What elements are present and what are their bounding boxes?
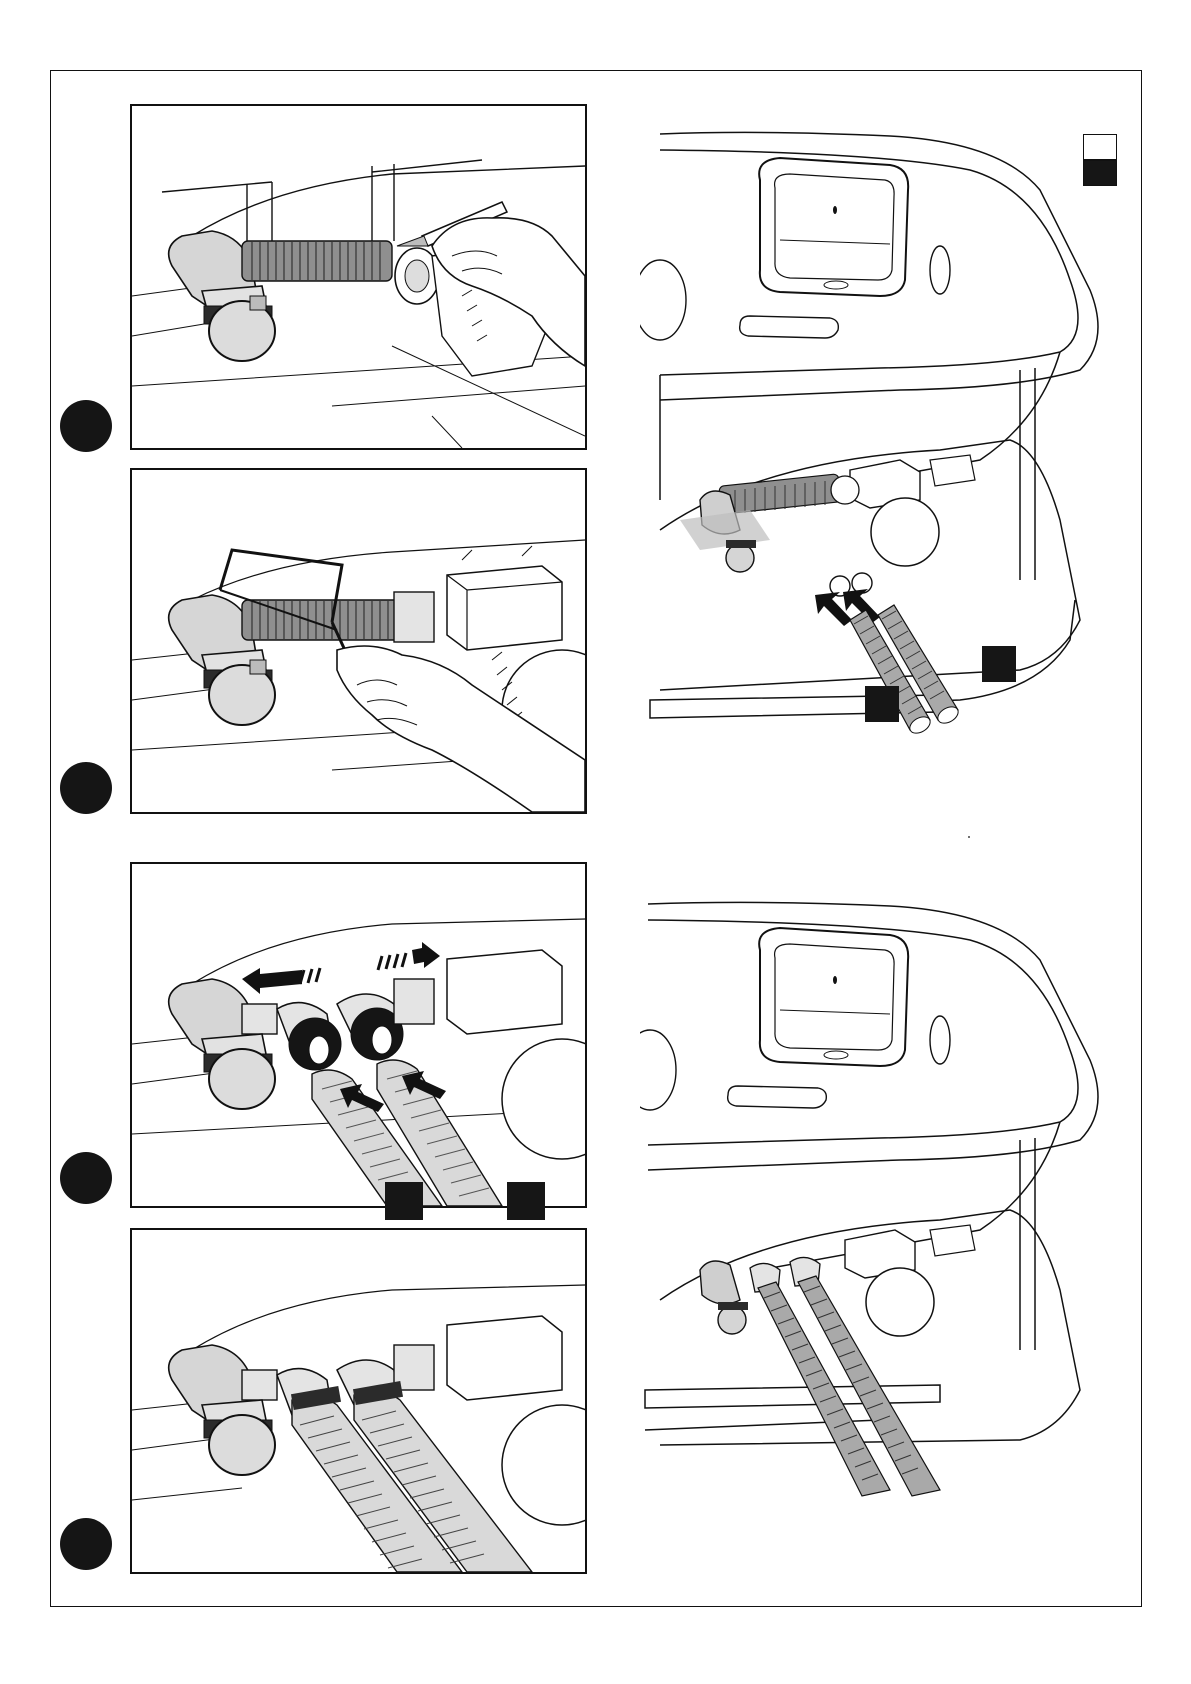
overview-tag-left	[865, 686, 899, 722]
scene-overview-insert-drawing	[640, 120, 1130, 780]
slide-right-arrow	[378, 942, 440, 970]
panel-saw-drawing	[132, 470, 585, 812]
step-marker-connect	[60, 1152, 112, 1204]
scene-overview-insert	[640, 120, 1130, 780]
panel-measure	[130, 104, 587, 450]
overview-tag-right	[982, 646, 1016, 682]
legend-filled-square	[1083, 160, 1117, 186]
scene-overview-complete-drawing	[640, 890, 1130, 1510]
step-marker-measure	[60, 400, 112, 452]
panel-measure-drawing	[132, 106, 585, 448]
step-marker-fitted	[60, 1518, 112, 1570]
panel-connect-drawing	[132, 864, 585, 1206]
slide-left-arrow	[242, 968, 320, 994]
hose-tag-right	[507, 1182, 545, 1220]
hose-tag-left	[385, 1182, 423, 1220]
step-marker-saw	[60, 762, 112, 814]
scene-overview-complete	[640, 890, 1130, 1510]
legend-open-square	[1083, 134, 1117, 160]
panel-fitted-drawing	[132, 1230, 585, 1572]
panel-fitted	[130, 1228, 587, 1574]
panel-connect	[130, 862, 587, 1208]
panel-saw	[130, 468, 587, 814]
stray-mark	[968, 836, 970, 838]
